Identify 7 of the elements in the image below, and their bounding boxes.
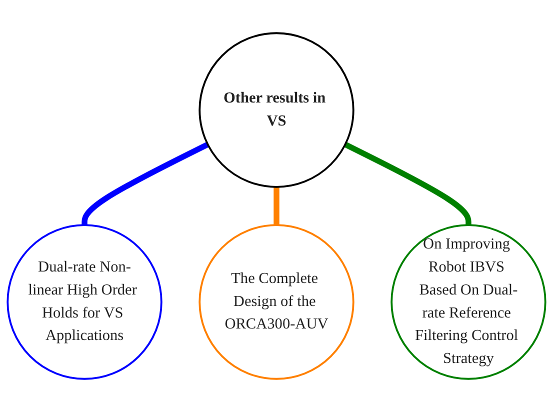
node-circle: Dual-rate Non-linear High Order Holds for VS Applications bbox=[6, 224, 162, 380]
connector bbox=[344, 142, 472, 226]
node-circle: Other results in VS bbox=[198, 32, 354, 188]
node-circle: The Complete Design of the ORCA300-AUV bbox=[198, 224, 354, 380]
node-circle: On Improving Robot IBVS Based On Dual-rate Reference Filtering Control Strategy bbox=[390, 224, 546, 380]
connector bbox=[82, 142, 210, 226]
connector bbox=[274, 186, 280, 226]
